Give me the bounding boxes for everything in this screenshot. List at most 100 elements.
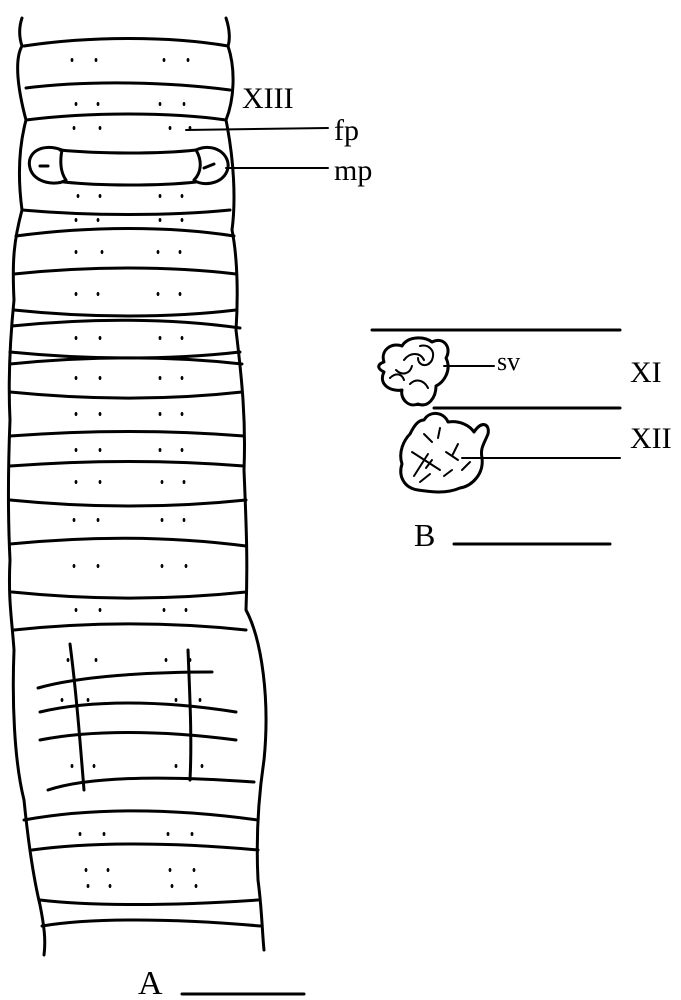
furrow-21 bbox=[32, 844, 258, 850]
seta-dot bbox=[101, 250, 104, 254]
seta-dot bbox=[75, 102, 78, 106]
seta-dot bbox=[159, 412, 162, 416]
seta-dot bbox=[199, 698, 202, 702]
seta-dot bbox=[161, 480, 164, 484]
seta-dot bbox=[181, 194, 184, 198]
furrow-20 bbox=[24, 811, 258, 820]
seta-dot bbox=[193, 868, 196, 872]
seta-dot bbox=[159, 194, 162, 198]
seta-dot bbox=[73, 126, 76, 130]
sv-label: sv bbox=[497, 347, 520, 376]
seta-dot bbox=[161, 564, 164, 568]
seta-dot bbox=[71, 764, 74, 768]
seta-dot bbox=[165, 658, 168, 662]
seta-dot bbox=[171, 884, 174, 888]
seta-dot bbox=[97, 102, 100, 106]
male-pore-right-slit bbox=[204, 164, 214, 168]
furrow-22 bbox=[40, 900, 258, 905]
seminal-vesicle-xi bbox=[379, 338, 448, 405]
furrow-12 bbox=[10, 358, 242, 364]
panel-b-drawing bbox=[372, 330, 620, 492]
seta-dot bbox=[179, 250, 182, 254]
furrow-13 bbox=[10, 392, 242, 398]
seta-dot bbox=[187, 58, 190, 62]
seta-dot bbox=[97, 218, 100, 222]
seta-dot bbox=[109, 884, 112, 888]
furrow-8 bbox=[14, 268, 236, 274]
seta-dot bbox=[159, 376, 162, 380]
furrow-23 bbox=[42, 920, 260, 926]
seta-dot bbox=[169, 868, 172, 872]
fp-label: fp bbox=[334, 114, 359, 147]
fp-leader-line bbox=[186, 128, 328, 130]
furrow-7 bbox=[16, 229, 234, 237]
seta-dot bbox=[75, 292, 78, 296]
seta-dot bbox=[179, 292, 182, 296]
segment-xi-label: XI bbox=[630, 356, 662, 389]
seta-dot bbox=[99, 608, 102, 612]
segment-xii-label: XII bbox=[630, 422, 672, 455]
seta-dot bbox=[85, 868, 88, 872]
seta-dot bbox=[181, 448, 184, 452]
seta-dot bbox=[95, 58, 98, 62]
furrow-5 bbox=[64, 182, 196, 185]
gm-horizontal-3 bbox=[40, 733, 236, 741]
furrow-9 bbox=[14, 310, 236, 316]
seta-dot bbox=[107, 868, 110, 872]
seta-dot bbox=[159, 218, 162, 222]
seta-dot bbox=[185, 608, 188, 612]
seta-dot bbox=[183, 480, 186, 484]
seta-dot bbox=[75, 250, 78, 254]
seta-dot bbox=[93, 764, 96, 768]
seta-dot bbox=[75, 376, 78, 380]
furrow-10 bbox=[12, 320, 240, 328]
gm-horizontal-1 bbox=[38, 672, 212, 688]
seta-dot bbox=[183, 518, 186, 522]
seta-dot bbox=[67, 658, 70, 662]
panel-b-label: B bbox=[414, 517, 435, 553]
seta-dot bbox=[95, 658, 98, 662]
seta-dot bbox=[191, 832, 194, 836]
seta-dot bbox=[99, 412, 102, 416]
furrow-15 bbox=[10, 462, 244, 467]
seta-dot bbox=[189, 658, 192, 662]
seta-dot bbox=[157, 292, 160, 296]
seminal-vesicle-xii-detail bbox=[412, 428, 470, 482]
seta-dot bbox=[163, 58, 166, 62]
segment-xiii-label: XIII bbox=[242, 82, 294, 115]
seta-dot bbox=[175, 698, 178, 702]
seta-dot bbox=[73, 518, 76, 522]
seta-dot bbox=[185, 564, 188, 568]
panel-b-leaders bbox=[444, 366, 620, 458]
seta-dot bbox=[97, 292, 100, 296]
furrow-1 bbox=[24, 39, 228, 47]
seminal-vesicle-xi-detail bbox=[390, 346, 433, 388]
mp-label: mp bbox=[334, 154, 372, 187]
seta-dot bbox=[159, 102, 162, 106]
seta-dot bbox=[183, 102, 186, 106]
seta-dot bbox=[61, 698, 64, 702]
seta-dot bbox=[75, 218, 78, 222]
seta-dot bbox=[175, 764, 178, 768]
seta-dot bbox=[75, 412, 78, 416]
seta-dot bbox=[75, 480, 78, 484]
furrow-18 bbox=[12, 592, 246, 598]
gm-vertical-left bbox=[70, 644, 84, 790]
seta-dot bbox=[161, 518, 164, 522]
seta-dot bbox=[99, 480, 102, 484]
gm-vertical-right bbox=[188, 650, 191, 780]
seta-dot bbox=[97, 518, 100, 522]
seta-dot bbox=[181, 218, 184, 222]
seta-dot bbox=[181, 376, 184, 380]
seta-dot bbox=[75, 448, 78, 452]
worm-right-margin bbox=[226, 18, 266, 950]
seta-dot bbox=[71, 58, 74, 62]
gm-horizontal-4 bbox=[48, 778, 254, 790]
gm-horizontal-2 bbox=[40, 703, 236, 712]
furrow-14 bbox=[10, 432, 244, 437]
panel-a-label: A bbox=[138, 965, 163, 1000]
seta-dot bbox=[87, 698, 90, 702]
seta-dot bbox=[75, 608, 78, 612]
seta-dot bbox=[73, 564, 76, 568]
